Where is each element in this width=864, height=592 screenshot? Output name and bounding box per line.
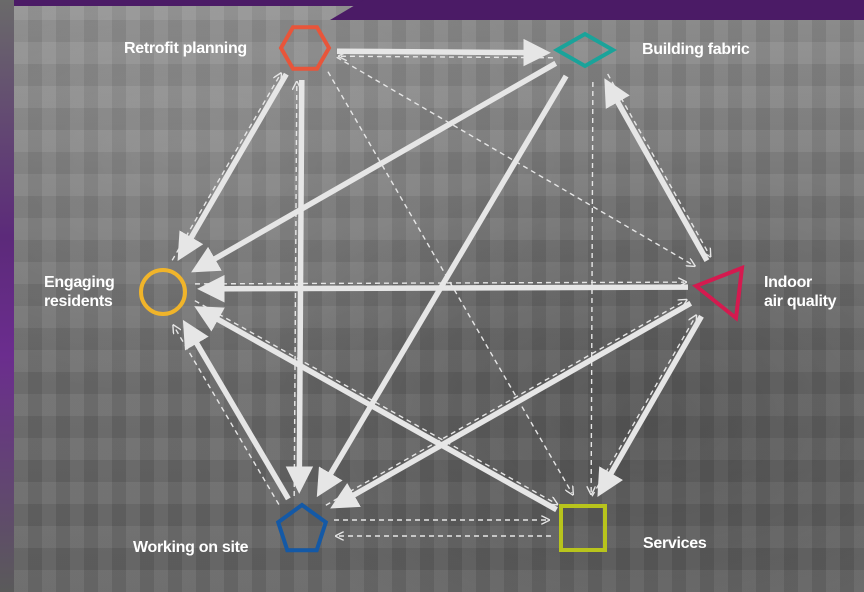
residents-circle-icon <box>139 268 187 316</box>
label-engaging-residents: Engaging residents <box>44 274 115 310</box>
label-retrofit-planning: Retrofit planning <box>124 40 247 57</box>
label-building-fabric: Building fabric <box>642 41 750 58</box>
dashed-arrow-fabric-to-air <box>607 73 710 255</box>
label-working-on-site: Working on site <box>133 539 249 556</box>
solid-arrow-retrofit-to-fabric <box>336 38 551 67</box>
dashed-arrow-site-to-residents <box>174 327 280 505</box>
fabric-diamond-icon <box>552 31 618 69</box>
air-triangle-icon <box>692 264 745 322</box>
solid-arrow-air-to-residents <box>197 275 688 303</box>
purple-top-band <box>330 0 864 20</box>
services-square-icon <box>559 504 607 552</box>
dashed-arrow-fabric-to-retrofit <box>341 56 553 58</box>
solid-arrow-air-to-services <box>597 314 704 497</box>
dashed-arrow-site-to-retrofit <box>294 84 297 496</box>
solid-arrow-fabric-to-site <box>316 74 569 498</box>
dashed-arrows <box>171 56 710 536</box>
solid-arrow-fabric-to-residents <box>191 60 558 273</box>
purple-side-band <box>0 0 14 592</box>
solid-arrow-air-to-site <box>330 300 693 509</box>
dashed-arrow-retrofit-to-services <box>327 71 572 493</box>
solid-arrows <box>177 38 710 513</box>
dashed-arrow-services-to-air <box>591 317 695 497</box>
solid-arrow-site-to-residents <box>182 319 291 501</box>
solid-arrow-services-to-residents <box>194 306 558 513</box>
dashed-arrow-site-to-air <box>325 301 685 506</box>
dashed-arrow-retrofit-to-air <box>336 56 693 265</box>
dashed-arrow-residents-to-services <box>194 300 556 504</box>
background-photo <box>14 6 864 592</box>
retrofit-hexagon-icon <box>278 25 332 71</box>
dashed-arrow-residents-to-air <box>194 282 684 284</box>
site-pentagon-icon <box>275 502 329 553</box>
label-indoor-air-quality: Indoor air quality <box>764 274 837 310</box>
solid-arrow-retrofit-to-residents <box>177 72 289 262</box>
label-services: Services <box>643 535 707 552</box>
solid-arrow-retrofit-to-site <box>285 79 314 494</box>
nodes <box>139 25 745 553</box>
solid-arrow-air-to-fabric <box>604 78 710 262</box>
